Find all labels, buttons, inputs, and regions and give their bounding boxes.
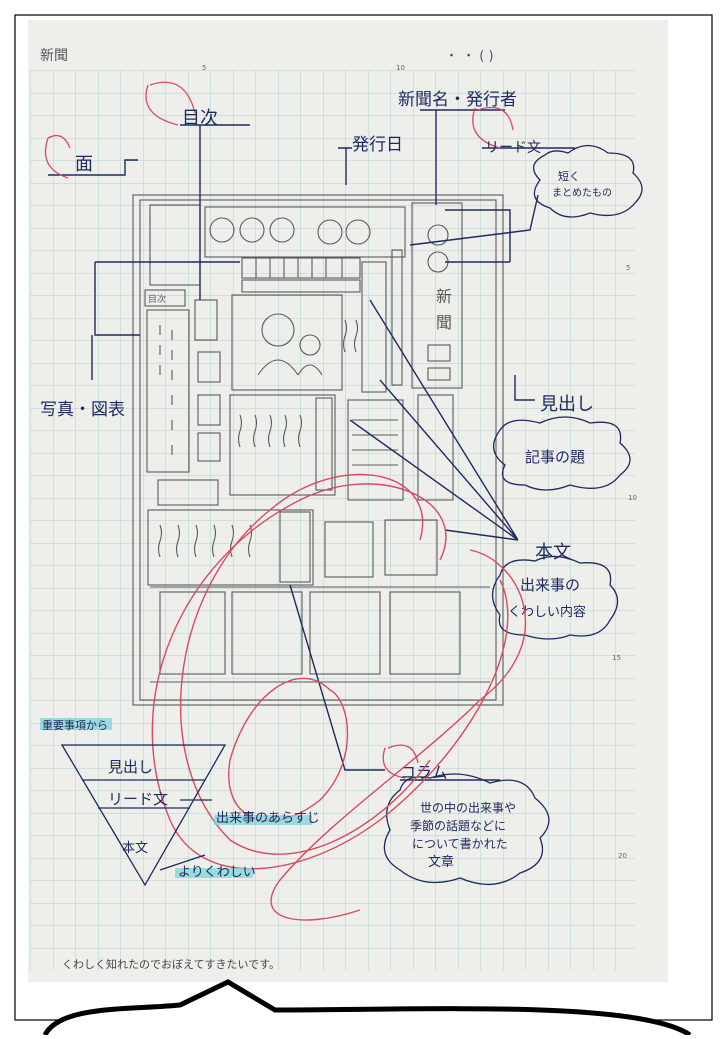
column-note-3: について書かれた [412, 837, 508, 851]
ruler-10: 10 [396, 64, 405, 72]
sketch-mini-mokuji: 目次 [148, 293, 166, 305]
midashi-note-cloud [493, 416, 631, 491]
label-men: 面 [75, 154, 93, 175]
pyramid-row-2: リード文 [108, 790, 168, 808]
label-hakkobi: 発行日 [352, 135, 403, 155]
sketch-paper-name-1: 新 [436, 287, 452, 306]
red-spiral [151, 473, 527, 921]
honbun-note-2: くわしい内容 [508, 604, 586, 620]
column-note-1: 世の中の出来事や [420, 800, 516, 815]
side-tick-5: 5 [626, 264, 630, 272]
pyramid-arrow1: 出来事のあらすじ [216, 811, 320, 826]
grid-area [30, 70, 635, 970]
pyramid-caption: 重要事項から [42, 718, 108, 732]
side-tick-20: 20 [618, 852, 627, 860]
side-tick-10: 10 [628, 494, 637, 502]
column-note-cloud [383, 773, 550, 886]
inverted-pyramid [60, 744, 227, 887]
label-shashin: 写真・図表 [40, 400, 125, 420]
label-mokuji: 目次 [182, 108, 218, 129]
footer-note: くわしく知れたのでおぼえてすきたいです。 [62, 957, 280, 971]
pyramid-arrow2: よりくわしい [178, 865, 256, 880]
honbun-note-1: 出来事の [520, 576, 580, 594]
honbun-note-cloud [491, 555, 619, 640]
header-date-marks: ・ ・ ( ) [445, 49, 494, 64]
lead-note-1: 短く [558, 169, 580, 183]
side-tick-15: 15 [612, 654, 621, 662]
sketch-paper-name-2: 聞 [436, 313, 452, 332]
ink-leader-lines [48, 109, 575, 781]
label-honbun: 本文 [535, 542, 571, 563]
circle-marks [44, 81, 514, 779]
label-column: コラム [400, 763, 448, 782]
caption-highlight [40, 718, 112, 730]
label-lead: リード文 [485, 140, 541, 156]
lead-note-cloud [533, 144, 643, 218]
pyramid-row-3: 本文 [122, 841, 148, 856]
column-note-2: 季節の話題などに [410, 818, 506, 833]
midashi-note: 記事の題 [525, 448, 585, 466]
newspaper-sketch [132, 194, 504, 706]
arrow2-highlight [175, 868, 253, 878]
pyramid-row-1: 見出し [108, 758, 153, 776]
ruler-5: 5 [202, 64, 206, 72]
column-note-4: 文章 [428, 854, 454, 870]
label-midashi: 見出し [540, 394, 594, 415]
lead-note-2: まとめたもの [552, 187, 612, 199]
speech-bubble [42, 979, 692, 1038]
arrow1-highlight [214, 815, 312, 825]
label-shinbunmei: 新聞名・発行者 [398, 90, 517, 110]
header-title: 新聞 [40, 48, 68, 64]
